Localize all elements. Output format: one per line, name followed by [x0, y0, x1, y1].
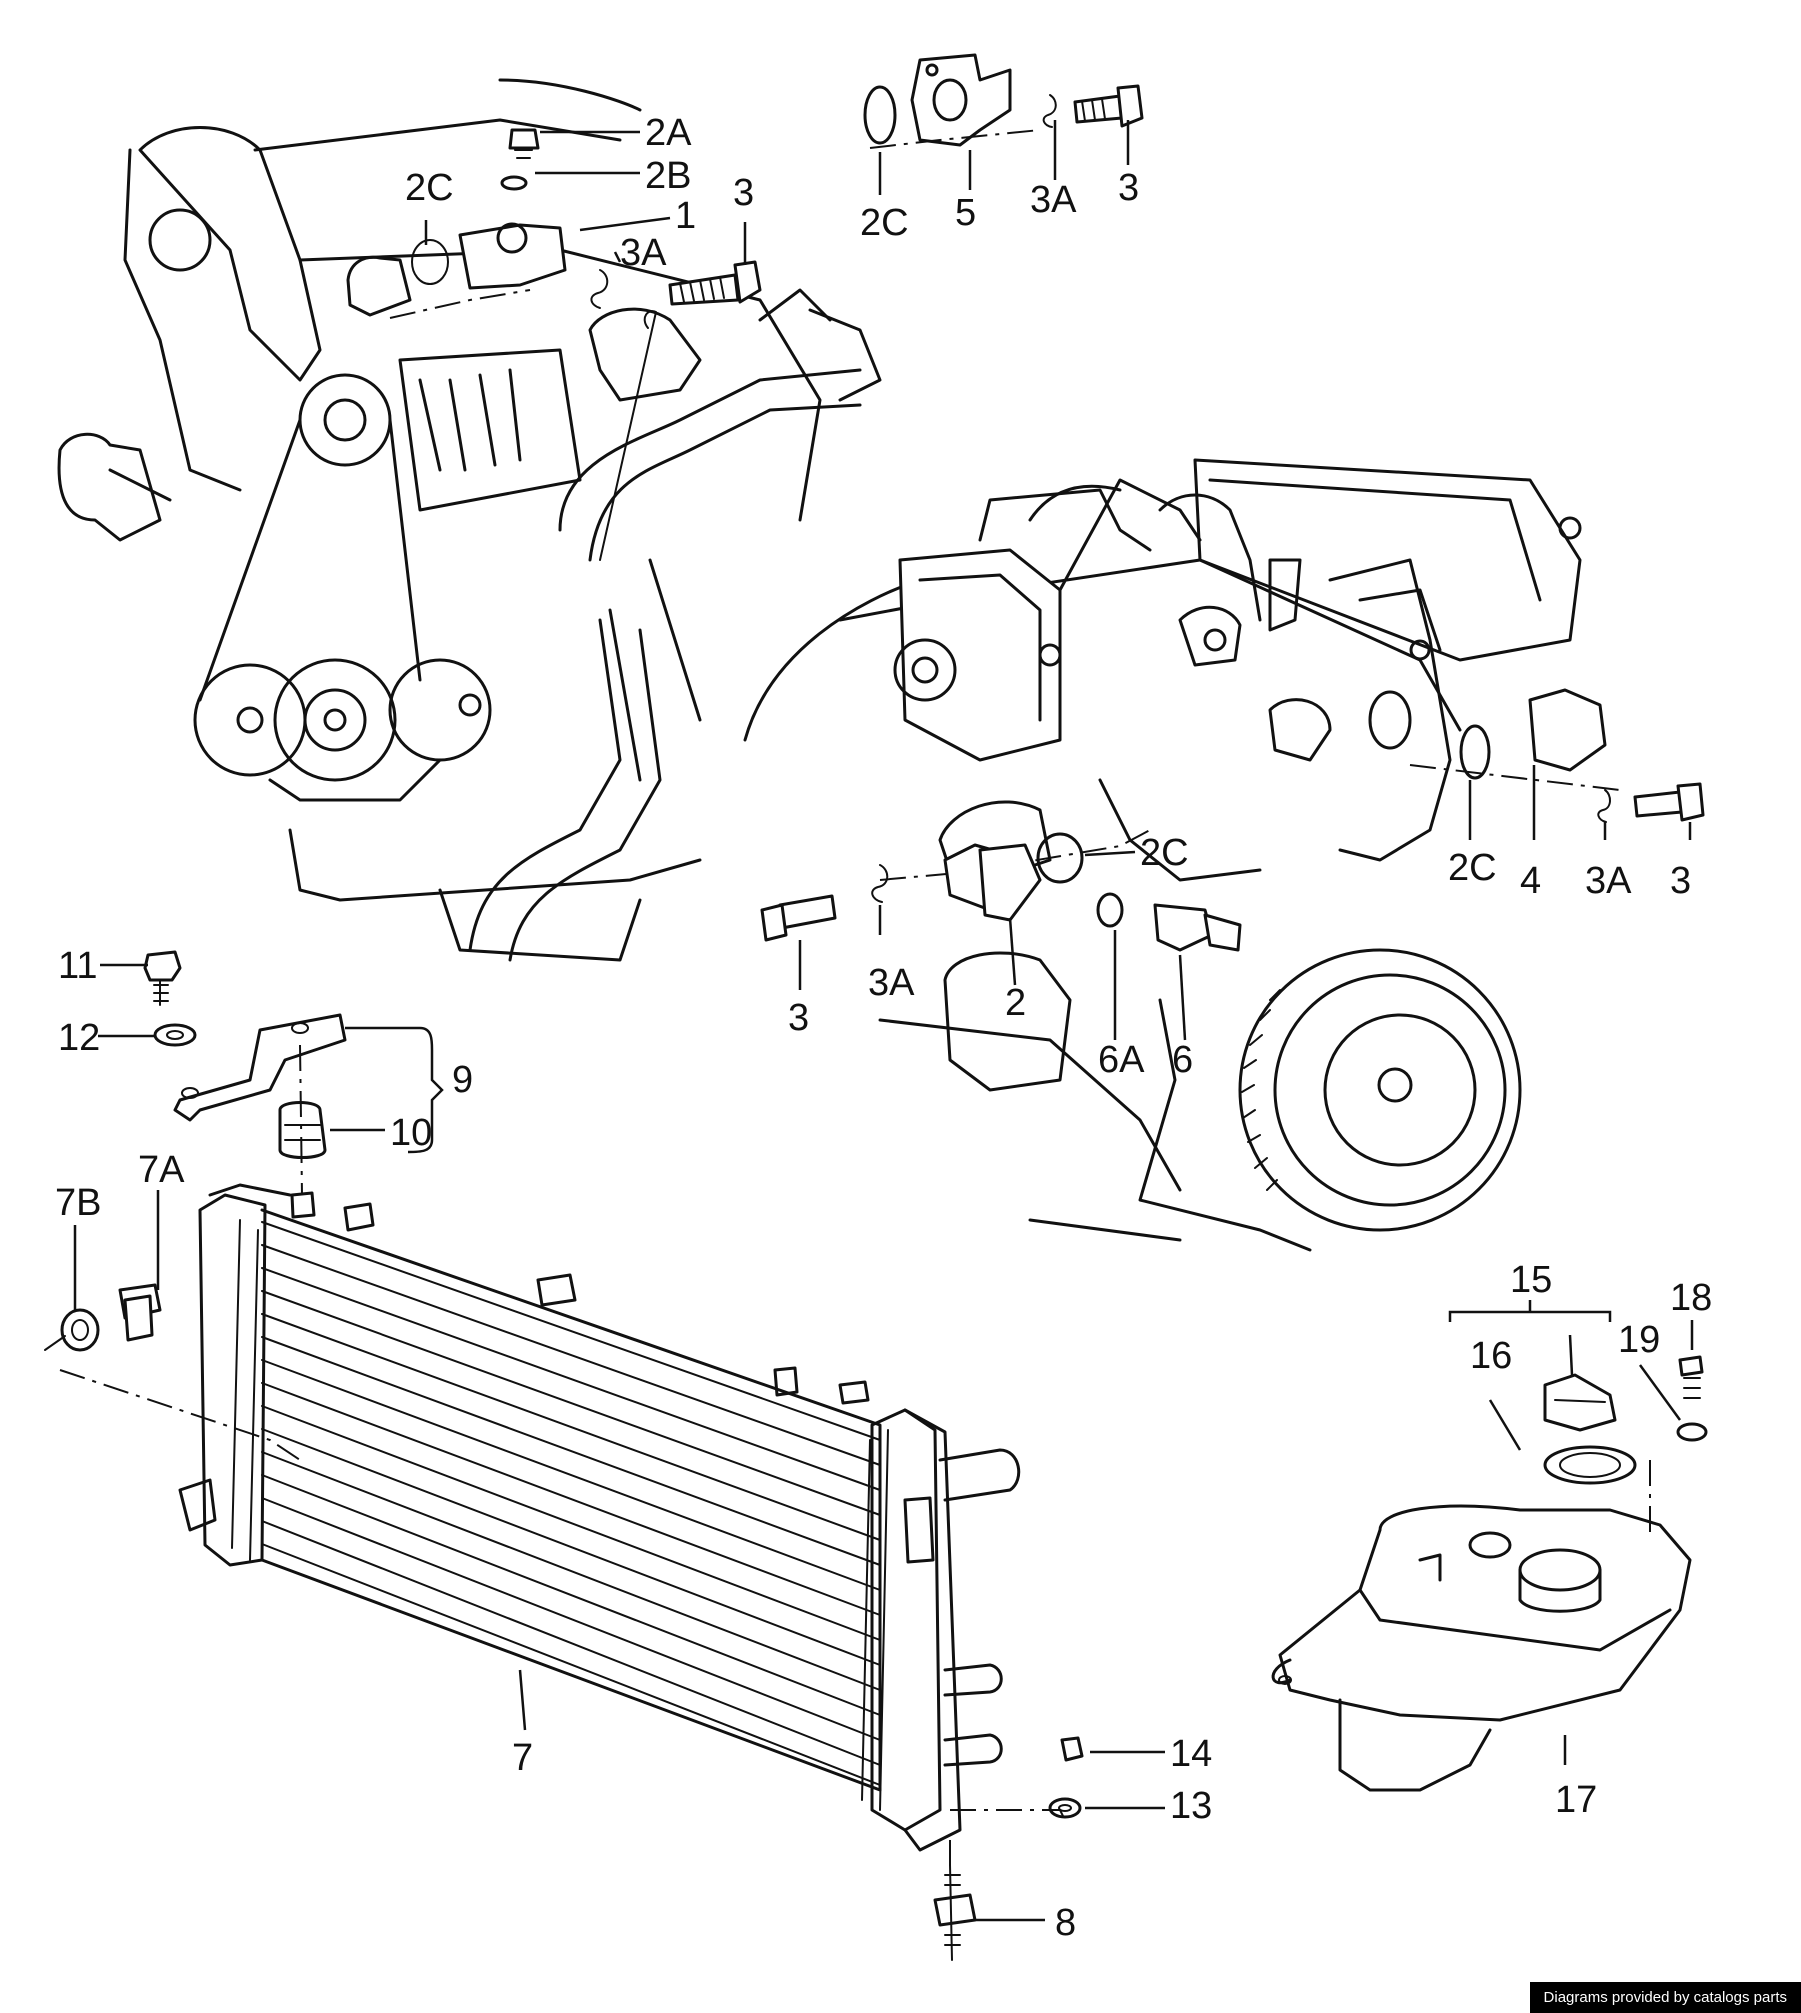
radiator-fittings — [44, 1283, 1084, 1961]
callout-3A: 3A — [1585, 860, 1632, 902]
callout-2C: 2C — [1448, 847, 1497, 889]
footer-credit: Diagrams provided by catalogs parts — [1529, 1982, 1801, 2013]
leader-lines — [73, 120, 1694, 1922]
water-outlet-parts — [760, 688, 1705, 952]
coolant-flange-group — [863, 53, 1144, 149]
expansion-tank — [1271, 1355, 1708, 1792]
callout-15: 15 — [1510, 1259, 1552, 1301]
callout-7: 7 — [512, 1737, 533, 1779]
callout-9: 9 — [452, 1059, 473, 1101]
left-engine — [57, 78, 882, 962]
callout-8: 8 — [1055, 1902, 1076, 1944]
callout-17: 17 — [1555, 1779, 1597, 1821]
right-engine — [743, 458, 1621, 1252]
callout-2A: 2A — [645, 112, 692, 154]
callout-7B: 7B — [55, 1182, 101, 1224]
callout-3: 3 — [1670, 860, 1691, 902]
radiator-bracket-group — [143, 950, 347, 1219]
callout-6: 6 — [1172, 1039, 1193, 1081]
callout-19: 19 — [1618, 1319, 1660, 1361]
callout-6A: 6A — [1098, 1039, 1145, 1081]
callout-3: 3 — [788, 997, 809, 1039]
callout-2C: 2C — [860, 202, 909, 244]
callout-10: 10 — [390, 1112, 432, 1154]
callout-3A: 3A — [620, 232, 667, 274]
callout-1: 1 — [675, 195, 696, 237]
callout-2: 2 — [1005, 982, 1026, 1024]
callout-16: 16 — [1470, 1335, 1512, 1377]
callout-2B: 2B — [645, 155, 691, 197]
callout-4: 4 — [1520, 860, 1541, 902]
callout-3: 3 — [1118, 167, 1139, 209]
callout-3: 3 — [733, 172, 754, 214]
callout-7A: 7A — [138, 1149, 185, 1191]
callout-3A: 3A — [868, 962, 915, 1004]
callout-2C: 2C — [405, 167, 454, 209]
callout-18: 18 — [1670, 1277, 1712, 1319]
callout-labels: 2A 2B 2C 1 3A 3 2C 5 3A 3 2C 2C 4 3A 3 3… — [55, 112, 1712, 1944]
callout-2C: 2C — [1140, 832, 1189, 874]
callout-13: 13 — [1170, 1785, 1212, 1827]
callout-14: 14 — [1170, 1733, 1212, 1775]
callout-12: 12 — [58, 1017, 100, 1059]
radiator — [59, 1183, 1066, 1870]
callout-3A: 3A — [1030, 179, 1077, 221]
callout-11: 11 — [58, 945, 97, 987]
thermostat-parts — [389, 128, 762, 319]
callout-5: 5 — [955, 192, 976, 234]
